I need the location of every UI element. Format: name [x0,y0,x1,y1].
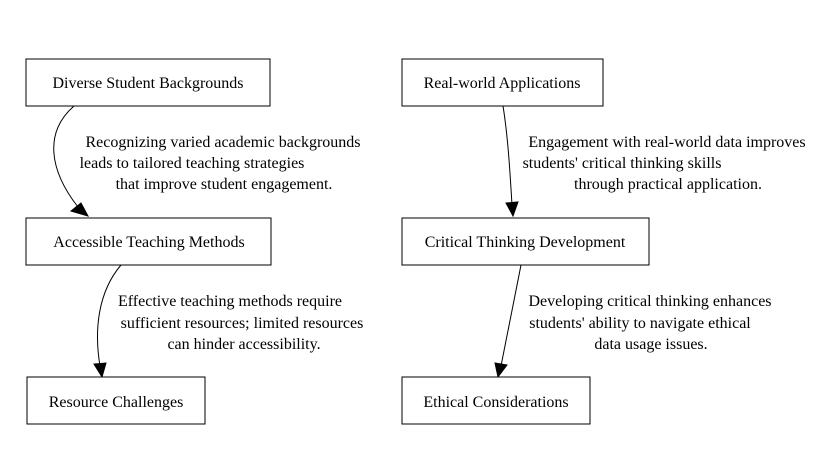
edge-accessible-to-resource: Effective teaching methods require suffi… [93,264,367,379]
edge-label-line: sufficient resources; limited resources [121,315,364,332]
node-label: Real-world Applications [424,75,581,92]
node-box [25,217,272,266]
node-box [25,58,271,107]
edge-label-line: Effective teaching methods require [118,293,342,310]
edge-label-line: students' ability to navigate ethical [529,315,751,332]
node-critical-thinking-development: Critical Thinking Development [401,217,650,266]
edge-diverse-to-accessible: Recognizing varied academic backgrounds … [53,105,365,217]
node-real-world-applications: Real-world Applications [401,58,604,107]
edge-line [500,264,522,367]
node-box [401,376,591,425]
node-label: Diverse Student Backgrounds [52,75,243,92]
arrowhead-icon [494,362,508,379]
edge-label-line: data usage issues. [594,336,707,353]
edge-label-line: Engagement with real-world data improves [528,134,805,151]
edge-label-line: Recognizing varied academic backgrounds [86,134,361,151]
node-box [401,58,604,107]
node-resource-challenges: Resource Challenges [26,376,206,425]
edge-label-line: students' critical thinking skills [523,155,722,172]
node-box [401,217,650,266]
node-label: Critical Thinking Development [425,234,626,251]
node-diverse-student-backgrounds: Diverse Student Backgrounds [25,58,271,107]
node-accessible-teaching-methods: Accessible Teaching Methods [25,217,272,266]
edge-critical-to-ethical: Developing critical thinking enhances st… [494,264,775,379]
edge-label-line: leads to tailored teaching strategies [80,155,305,172]
edge-line [97,264,122,367]
edge-realworld-to-critical: Engagement with real-world data improves… [502,105,810,218]
node-label: Ethical Considerations [423,394,568,411]
edge-label: Engagement with real-world data improves… [523,134,810,193]
node-box [26,376,206,425]
node-label: Accessible Teaching Methods [53,234,244,251]
edge-label: Effective teaching methods require suffi… [118,293,367,353]
node-label: Resource Challenges [49,394,184,411]
node-ethical-considerations: Ethical Considerations [401,376,591,425]
arrowhead-icon [69,202,90,217]
edge-label-line: that improve student engagement. [116,176,333,193]
edge-label-line: through practical application. [574,176,762,193]
arrowhead-icon [93,362,107,379]
edge-label-line: can hinder accessibility. [167,336,320,353]
arrowhead-icon [505,201,519,218]
edge-label-line: Developing critical thinking enhances [528,293,771,310]
edge-line [53,105,79,208]
edge-label: Developing critical thinking enhances st… [528,293,775,353]
edge-line [502,105,513,206]
edge-label: Recognizing varied academic backgrounds … [80,134,365,193]
